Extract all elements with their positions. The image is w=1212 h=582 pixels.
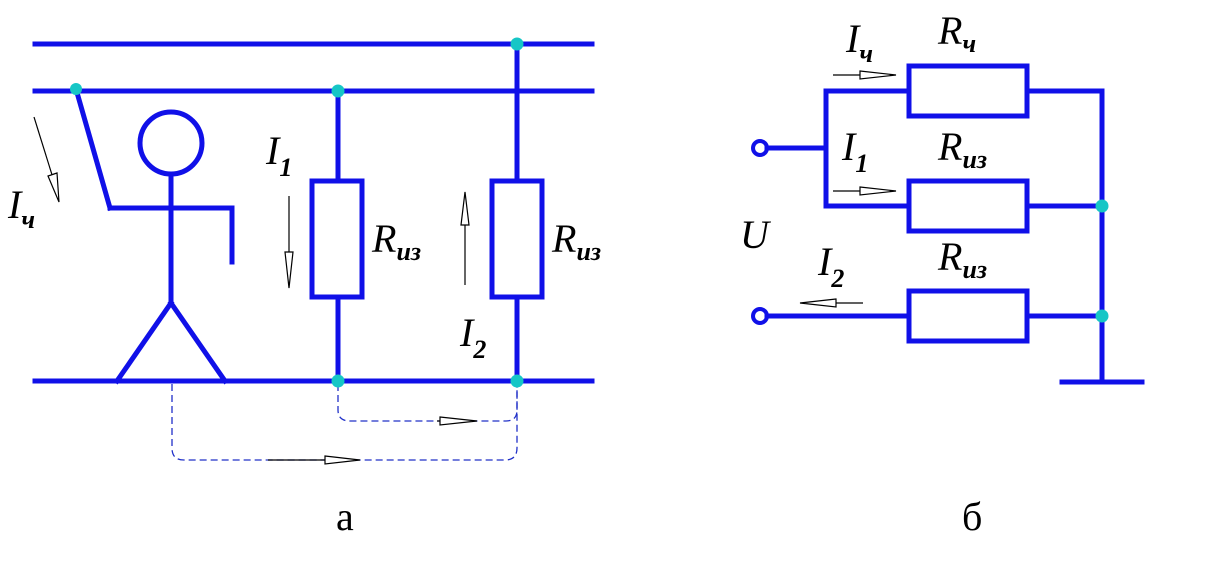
person-figure	[72, 85, 235, 385]
resistor-r-iz-2	[906, 288, 1030, 344]
label-r-iz-1: Rиз	[937, 124, 987, 174]
arrow-inner-path	[437, 416, 478, 426]
arrow-i1-a	[284, 196, 294, 289]
label-r-iz-2: Rиз	[937, 234, 987, 284]
arrow-outer-path	[268, 455, 361, 465]
caption-b: б	[962, 494, 982, 539]
node-a-bottom-right	[510, 374, 524, 388]
label-u: U	[740, 212, 772, 257]
label-i2-b: I2	[817, 239, 844, 293]
caption-a: а	[336, 494, 354, 539]
label-r-ch: Rч	[937, 8, 976, 58]
arrow-ich-b	[833, 70, 897, 80]
resistor-r-ch	[906, 63, 1030, 119]
arrow-i1-b	[833, 186, 897, 196]
label-i1-b: I1	[841, 124, 868, 178]
label-r-iz-left: Rиз	[371, 216, 421, 266]
label-ich-b: Iч	[845, 16, 873, 68]
node-a-bottom-left	[331, 374, 345, 388]
arrow-i2-a	[460, 191, 470, 285]
resistor-r-iz-left	[309, 178, 365, 300]
dashed-path-inner	[337, 384, 518, 422]
label-ich-a: Iч	[7, 182, 35, 234]
arrow-ich-a	[33, 116, 60, 203]
resistor-r-iz-1	[906, 178, 1030, 234]
label-i2-a: I2	[459, 310, 486, 364]
diagram-b: Iч Rч I1 Rиз U I2 Rиз б	[740, 8, 1145, 539]
node-b-middle	[1095, 199, 1109, 213]
label-i1-a: I1	[265, 128, 292, 182]
diagram-a: Iч I1 Rиз Rиз I2 а	[7, 37, 601, 539]
arrow-i2-b	[799, 298, 863, 308]
label-r-iz-right: Rиз	[551, 216, 601, 266]
node-b-bottom	[1095, 309, 1109, 323]
node-a-middle	[331, 84, 345, 98]
resistor-r-iz-right	[489, 178, 545, 300]
node-a-person-contact	[70, 83, 82, 95]
node-a-top	[510, 37, 524, 51]
